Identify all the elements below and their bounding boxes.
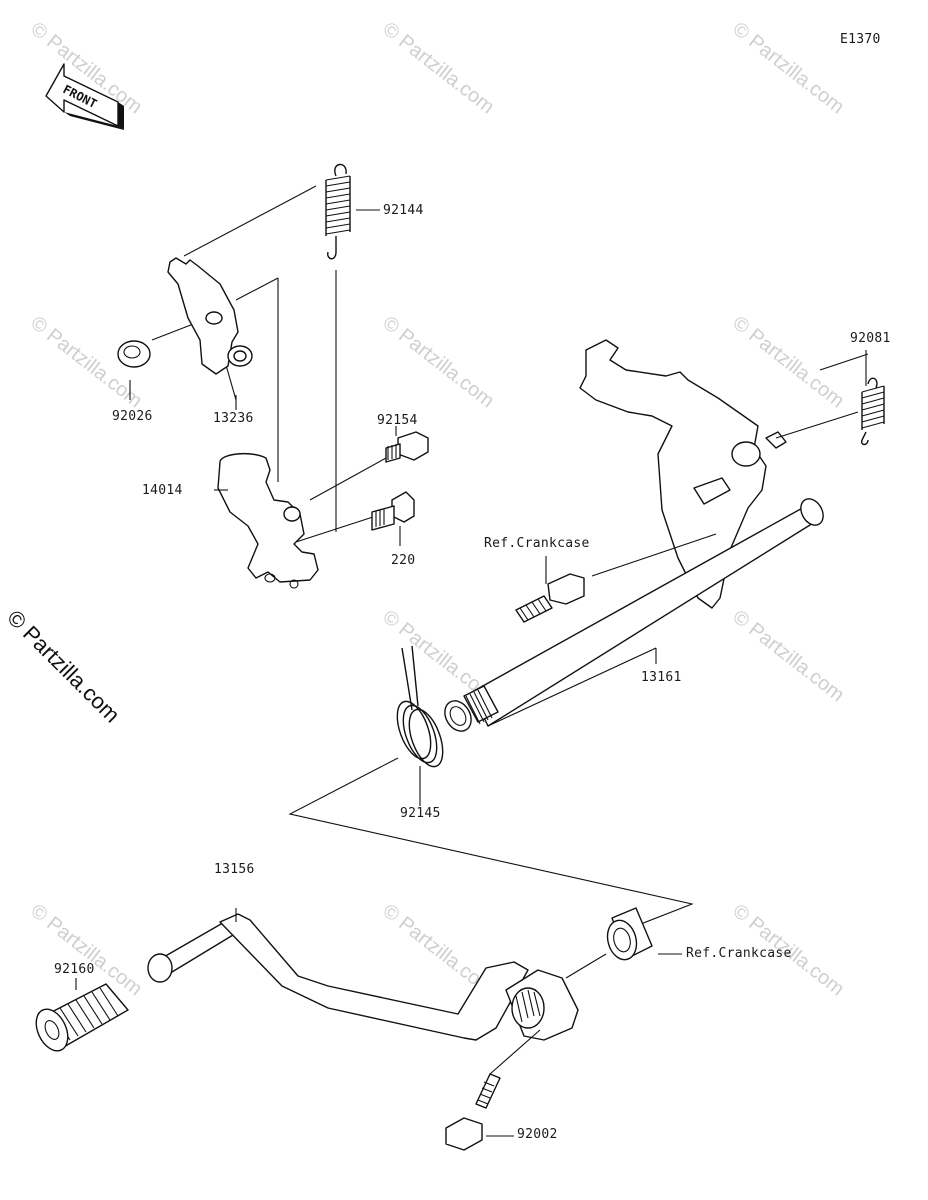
part-label[interactable]: 14014 [142, 483, 183, 498]
part-label[interactable]: 13236 [213, 411, 254, 426]
spring-92144 [325, 163, 351, 260]
lever-14014 [217, 452, 319, 589]
shift-pedal-13156 [147, 908, 529, 1041]
part-label[interactable]: 92144 [383, 203, 424, 218]
part-label[interactable]: 92081 [850, 331, 891, 346]
stud-crankcase [515, 556, 585, 623]
torsion-spring-92145 [396, 645, 444, 768]
part-label[interactable]: 92026 [112, 409, 153, 424]
bolt-92002 [445, 1029, 541, 1151]
spring-92081 [860, 377, 885, 446]
shift-fork-arm [579, 339, 787, 609]
part-label[interactable]: 13156 [214, 862, 255, 877]
part-label[interactable]: 92160 [54, 962, 95, 977]
front-arrow-icon: FRONT [45, 63, 124, 130]
pedal-boss [505, 969, 579, 1041]
part-label[interactable]: 92002 [517, 1127, 558, 1142]
diagram-code: E1370 [840, 32, 881, 47]
collar-crankcase [565, 907, 682, 979]
shift-shaft-13161 [444, 498, 824, 732]
pin-220 [371, 491, 415, 531]
part-label[interactable]: 220 [391, 553, 416, 568]
part-label[interactable]: 92145 [400, 806, 441, 821]
reference-label: Ref.Crankcase [484, 536, 590, 551]
rubber-92160 [35, 978, 129, 1052]
plate-13236 [167, 257, 253, 375]
part-label[interactable]: 13161 [641, 670, 682, 685]
part-label[interactable]: 92154 [377, 413, 418, 428]
reference-label: Ref.Crankcase [686, 946, 792, 961]
bolt-92154 [385, 431, 429, 463]
washer-92026 [117, 340, 151, 368]
